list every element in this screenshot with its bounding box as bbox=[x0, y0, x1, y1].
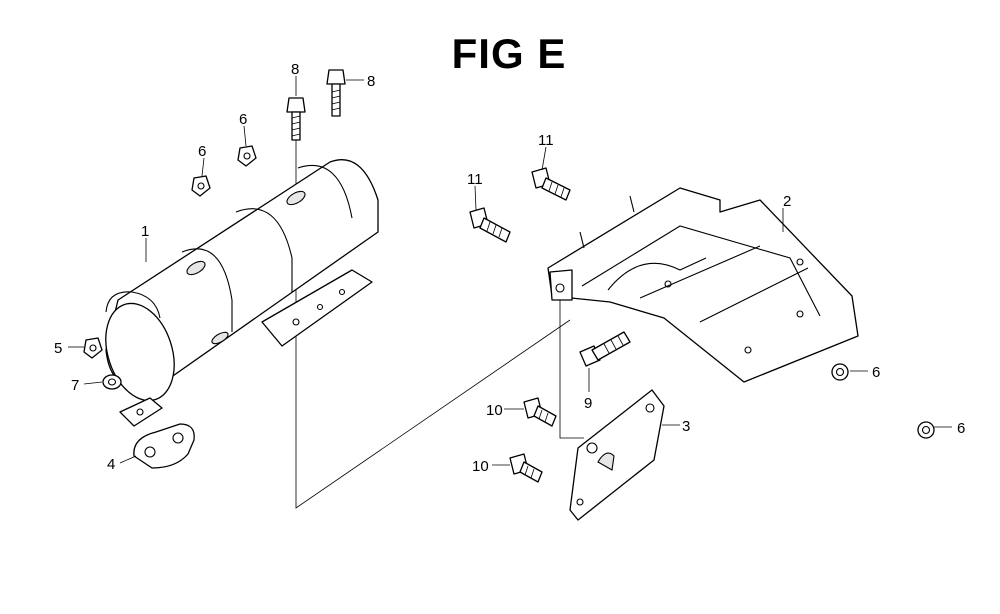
figure-title: FIG E bbox=[451, 30, 567, 77]
callout-6-nut-lower: 6 bbox=[198, 143, 206, 160]
nut-5 bbox=[83, 337, 103, 359]
callout-11-lower: 11 bbox=[467, 171, 483, 188]
bolt-10-upper bbox=[523, 397, 557, 427]
callout-6-right-b: 6 bbox=[957, 420, 965, 437]
callout-6-nut-upper: 6 bbox=[239, 111, 247, 128]
bolt-10-lower bbox=[509, 453, 543, 483]
callout-6-right-a: 6 bbox=[872, 364, 880, 381]
callout-leaders bbox=[68, 76, 952, 466]
mounting-plate bbox=[569, 389, 665, 521]
nut-6-right-a bbox=[831, 363, 849, 381]
bolt-9 bbox=[579, 331, 631, 367]
bolt-8-right bbox=[326, 69, 346, 117]
muffler-bracket bbox=[547, 187, 859, 383]
nut-6-right-b bbox=[917, 421, 935, 439]
callout-8-left: 8 bbox=[291, 61, 299, 78]
muffler-shell bbox=[105, 159, 379, 427]
callout-3: 3 bbox=[682, 418, 690, 435]
callout-10-upper: 10 bbox=[486, 402, 503, 419]
gasket bbox=[133, 423, 195, 469]
callout-10-lower: 10 bbox=[472, 458, 489, 475]
callout-7: 7 bbox=[71, 377, 79, 394]
nut-6-upper bbox=[237, 145, 257, 167]
bolt-11-upper bbox=[531, 167, 571, 201]
callout-8-right: 8 bbox=[367, 73, 375, 90]
callout-11-upper: 11 bbox=[538, 132, 554, 149]
callout-labels: 1 2 3 4 5 6 6 6 6 7 8 8 9 10 10 11 11 bbox=[54, 61, 965, 475]
nut-6-lower bbox=[191, 175, 211, 197]
callout-9: 9 bbox=[584, 395, 592, 412]
callout-5: 5 bbox=[54, 340, 62, 357]
callout-4: 4 bbox=[107, 456, 115, 473]
bolt-11-lower bbox=[469, 207, 511, 243]
callout-2: 2 bbox=[783, 193, 791, 210]
washer-7 bbox=[102, 374, 122, 390]
callout-1: 1 bbox=[141, 223, 149, 240]
bolt-8-left bbox=[286, 97, 306, 141]
